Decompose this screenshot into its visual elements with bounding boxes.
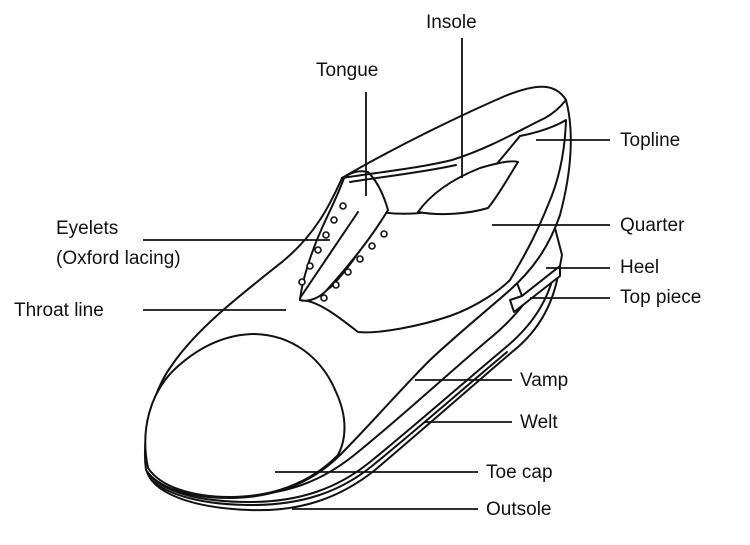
shoe-drawing — [144, 85, 572, 512]
topline-shape — [341, 99, 567, 179]
label-eyelets: Eyelets — [56, 218, 118, 239]
label-vamp: Vamp — [520, 370, 568, 391]
label-toe-cap: Toe cap — [486, 462, 553, 483]
label-quarter: Quarter — [620, 215, 685, 236]
leader-lines — [143, 38, 610, 510]
toe-cap-shape — [144, 333, 346, 498]
label-heel: Heel — [620, 257, 659, 278]
top-piece-shape — [509, 265, 561, 313]
label-eyelets-lacing: (Oxford lacing) — [56, 248, 181, 269]
label-tongue: Tongue — [316, 60, 378, 81]
welt-shape — [147, 257, 558, 503]
label-topline: Topline — [620, 130, 680, 151]
insole-shape — [417, 160, 519, 216]
tongue-shape — [299, 170, 389, 302]
part-labels: Insole Tongue Topline Eyelets (Oxford la… — [14, 12, 701, 520]
eyelets-right-row — [320, 230, 388, 302]
eyelets-left-row — [298, 202, 347, 286]
label-top-piece: Top piece — [620, 287, 701, 308]
label-insole: Insole — [426, 12, 477, 33]
label-outsole: Outsole — [486, 499, 551, 520]
label-throat-line: Throat line — [14, 300, 104, 321]
label-welt: Welt — [520, 412, 558, 433]
